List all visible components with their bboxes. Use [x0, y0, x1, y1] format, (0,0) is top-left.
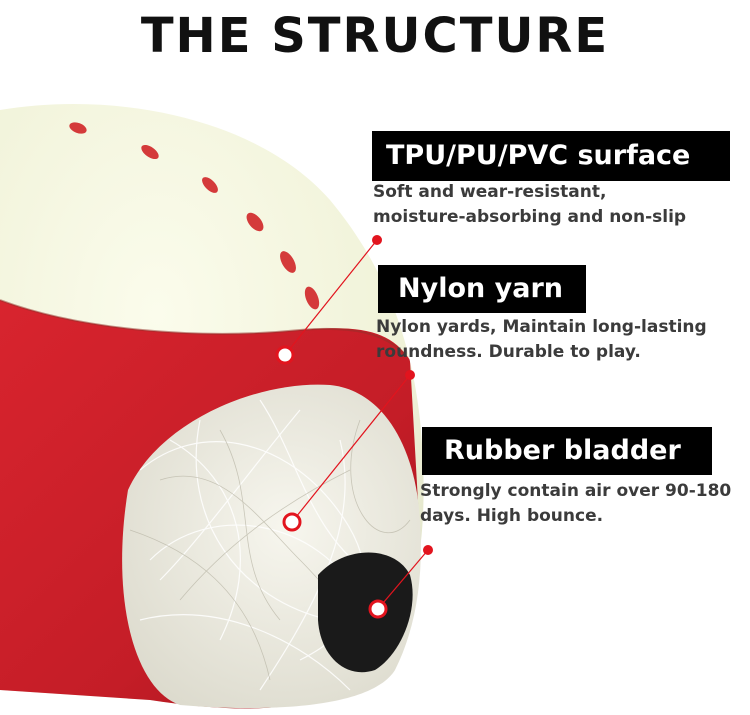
- desc-line: Soft and wear-resistant,: [373, 182, 607, 202]
- callout-lines: [284, 239, 429, 610]
- desc-line: Nylon yards, Maintain long-lasting: [376, 317, 707, 337]
- laces: [69, 122, 320, 310]
- desc-line: days. High bounce.: [420, 506, 604, 526]
- layer-label-bladder: Rubber bladder: [422, 427, 712, 475]
- nylon-yarn-layer: [122, 384, 421, 709]
- desc-line: roundness. Durable to play.: [376, 342, 641, 362]
- layer-desc-bladder: Strongly contain air over 90-180 days. H…: [420, 479, 731, 529]
- desc-line: moisture-absorbing and non-slip: [373, 207, 687, 227]
- callout-end-dots: [372, 235, 433, 555]
- page-title: THE STRUCTURE: [140, 8, 610, 64]
- layer-label-surface: TPU/PU/PVC surface: [372, 131, 730, 181]
- layer-label-nylon: Nylon yarn: [378, 265, 586, 313]
- desc-line: Strongly contain air over 90-180: [420, 481, 732, 501]
- layer-desc-nylon: Nylon yards, Maintain long-lasting round…: [376, 315, 707, 365]
- layer-desc-surface: Soft and wear-resistant, moisture-absorb…: [373, 180, 686, 230]
- callout-ring-markers: [275, 345, 388, 619]
- rubber-bladder: [318, 552, 413, 673]
